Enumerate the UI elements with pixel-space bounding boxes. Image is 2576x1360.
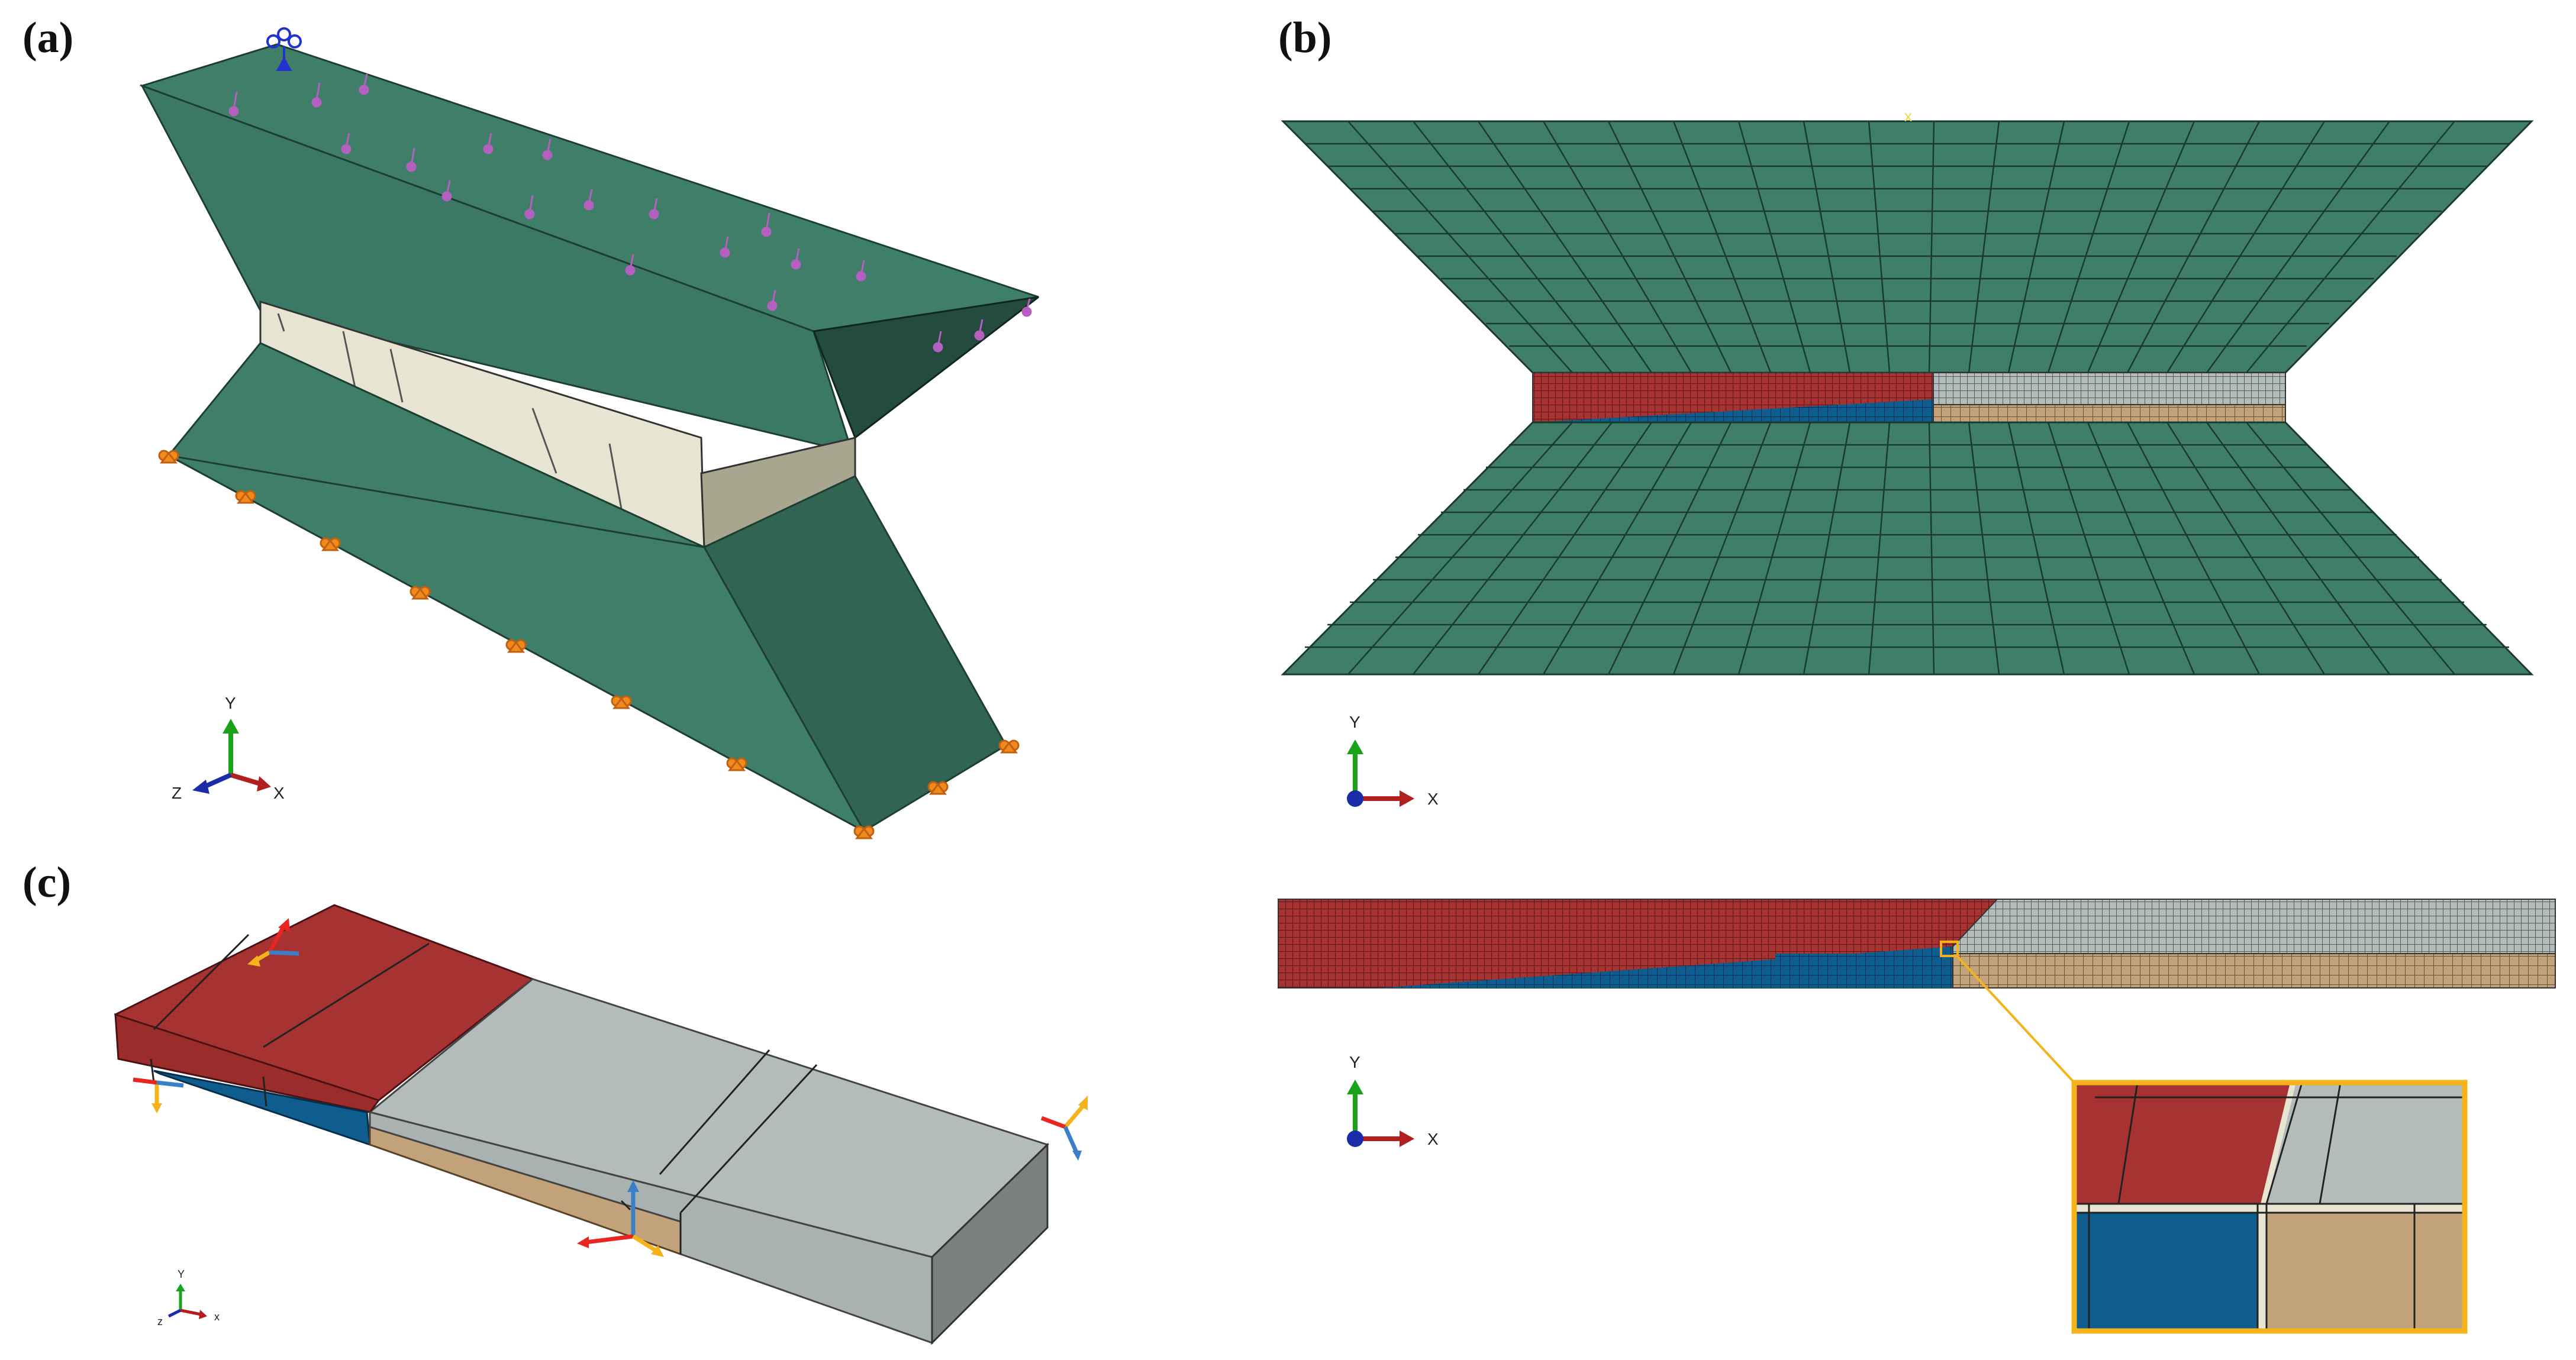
axis-triad-c: Y x z xyxy=(157,1268,220,1327)
zoom-leader-line xyxy=(1955,954,2075,1084)
triad-c-y-label: Y xyxy=(178,1268,185,1280)
joint-blue-wedge xyxy=(1533,399,1933,422)
reference-point-icon xyxy=(266,27,302,71)
lower-fixture-mesh-lines xyxy=(1305,422,2509,675)
lower-fixture-mesh xyxy=(1281,421,2534,676)
triad-c-x-label: x xyxy=(214,1311,220,1323)
triad-a-x-label: X xyxy=(273,784,285,802)
triad-b-bottom-y-label: Y xyxy=(1349,1053,1360,1071)
upper-fixture-mesh xyxy=(1281,120,2534,374)
triad-c-z-label: z xyxy=(157,1316,163,1327)
zoom-joint-tan-region xyxy=(1952,953,2556,988)
axis-triad-b-top: Y X xyxy=(1347,713,1439,808)
triad-b-bottom-x-label: X xyxy=(1427,1130,1439,1148)
triad-a-y-label: Y xyxy=(225,694,236,712)
reference-point-marker: x xyxy=(1904,107,1912,125)
joint-tan-region xyxy=(1933,404,2286,423)
panel-a-fixture: Y X Z xyxy=(139,27,1039,839)
triad-b-top-x-label: X xyxy=(1427,790,1439,808)
axis-triad-a: Y X Z xyxy=(172,694,285,802)
specimen-end-face xyxy=(931,1142,1049,1345)
adhesive-cracks xyxy=(277,313,623,509)
panel-c-specimen: Y x z xyxy=(114,904,1088,1345)
panel-label-b: (b) xyxy=(1278,14,1332,62)
panel-label-c: (c) xyxy=(22,858,72,907)
triad-b-top-y-label: Y xyxy=(1349,713,1360,731)
triad-a-z-label: Z xyxy=(172,784,182,802)
local-csys-icons xyxy=(133,918,1088,1257)
zoom-inset xyxy=(2074,1083,2465,1331)
axis-triad-b-bottom: Y X xyxy=(1347,1053,1439,1148)
panel-b-mesh: x xyxy=(1278,107,2556,1334)
joint-gray-region xyxy=(1933,372,2286,405)
fixed-support-icons xyxy=(158,450,1020,839)
specimen-partition-lines xyxy=(150,933,818,1254)
zoom-joint-blue-rect xyxy=(1775,954,1953,988)
panel-label-a: (a) xyxy=(22,14,74,62)
upper-fixture-mesh-lines xyxy=(1283,120,2532,373)
load-arrows xyxy=(228,73,1032,353)
zoom-locator-box xyxy=(1940,941,1959,957)
zoom-inset-frame xyxy=(2071,1080,2468,1334)
zoom-joint-gray-region xyxy=(1952,899,2556,954)
